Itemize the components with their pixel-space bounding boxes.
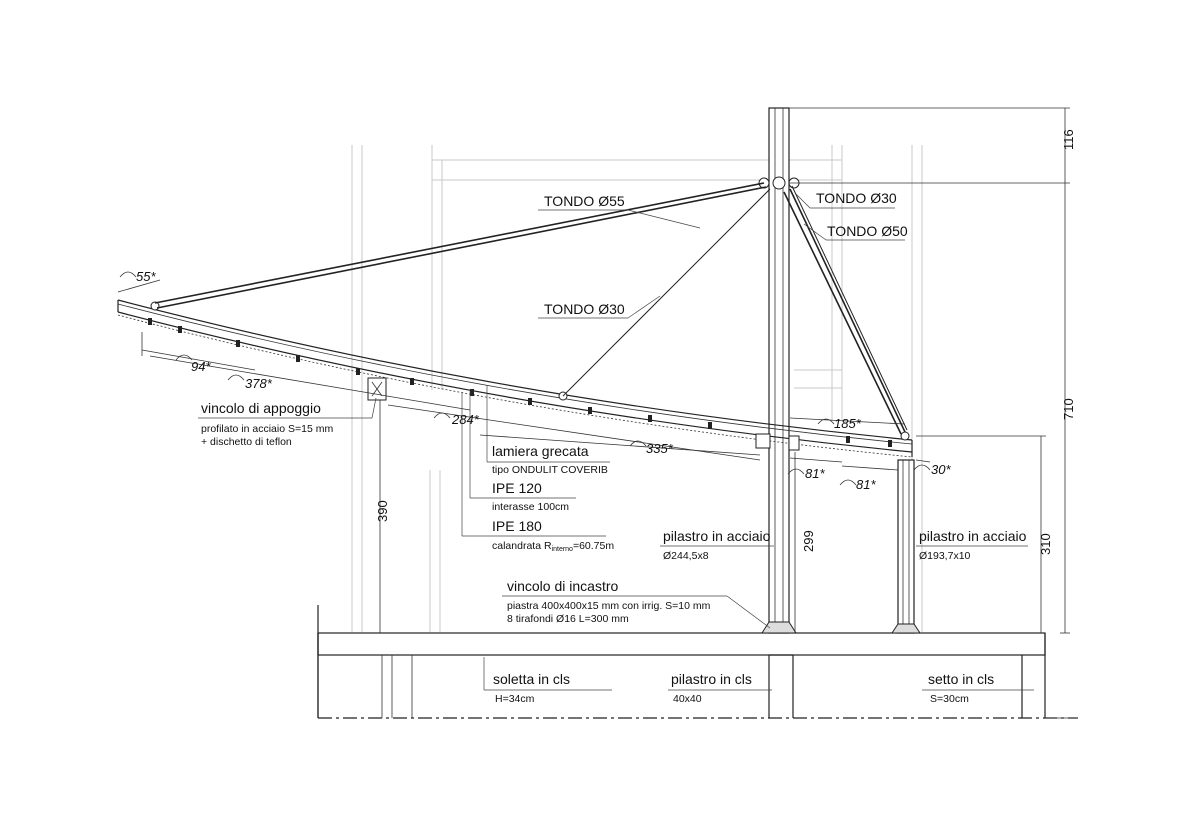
dim-710: 710: [1061, 398, 1076, 420]
label-pilastro-1-note: Ø244,5x8: [663, 550, 709, 562]
dimension-lines: [117, 107, 1070, 634]
dim-arc-335: 335*: [646, 441, 674, 456]
main-steel-column: [758, 107, 800, 634]
label-pilastro-2-note: Ø193,7x10: [919, 550, 971, 562]
dim-310: 310: [1038, 533, 1053, 555]
concrete-slab: [317, 605, 1078, 719]
dim-arc-81-b: 81*: [856, 477, 876, 492]
label-vincolo-appoggio-note2: + dischetto di teflon: [201, 436, 292, 448]
label-incastro-note1: piastra 400x400x15 mm con irrig. S=10 mm: [507, 600, 711, 612]
label-setto: setto in cls: [928, 671, 994, 687]
label-incastro: vincolo di incastro: [507, 578, 618, 594]
dim-arc-94: 94*: [191, 359, 211, 374]
dim-arc-55: 55*: [136, 269, 156, 284]
dim-299: 299: [801, 530, 816, 552]
label-tondo-30-top: TONDO Ø30: [816, 190, 897, 206]
curved-roof-beam: [117, 299, 913, 458]
label-pilastro-1: pilastro in acciaio: [663, 528, 771, 544]
dim-116: 116: [1061, 129, 1076, 150]
label-pilastro-2: pilastro in acciaio: [919, 528, 1027, 544]
label-ipe180-note: calandrata Rinterno=60.75m: [492, 540, 614, 553]
label-lamiera: lamiera grecata: [492, 443, 589, 459]
label-vincolo-appoggio: vincolo di appoggio: [201, 400, 321, 416]
purlins: [148, 318, 892, 447]
label-ipe120: IPE 120: [492, 480, 542, 496]
label-tondo-50: TONDO Ø50: [827, 223, 908, 239]
dim-arc-81-a: 81*: [805, 466, 825, 481]
tension-rods: [154, 182, 908, 435]
dim-arc-378: 378*: [245, 376, 273, 391]
label-ipe120-note: interasse 100cm: [492, 501, 569, 513]
label-soletta-note: H=34cm: [495, 693, 535, 705]
dim-arc-284: 284*: [451, 412, 480, 427]
dim-390: 390: [375, 500, 390, 522]
label-tondo-55: TONDO Ø55: [544, 193, 625, 209]
annotations: TONDO Ø55 TONDO Ø30 TONDO Ø50 TONDO Ø30 …: [136, 129, 1076, 705]
label-pilastro-cls-note: 40x40: [673, 693, 702, 705]
label-soletta: soletta in cls: [493, 671, 570, 687]
dim-arc-185: 185*: [834, 416, 862, 431]
label-lamiera-note: tipo ONDULIT COVERIB: [492, 464, 608, 476]
label-ipe180: IPE 180: [492, 518, 542, 534]
label-pilastro-cls: pilastro in cls: [671, 671, 752, 687]
arc-symbols: [119, 271, 931, 486]
background-building-lines: [351, 145, 923, 632]
label-setto-note: S=30cm: [930, 693, 969, 705]
label-tondo-30-mid: TONDO Ø30: [544, 301, 625, 317]
label-vincolo-appoggio-note1: profilato in acciaio S=15 mm: [201, 423, 333, 435]
label-incastro-note2: 8 tirafondi Ø16 L=300 mm: [507, 613, 629, 625]
secondary-steel-column: [891, 459, 921, 634]
dim-arc-30: 30*: [931, 462, 951, 477]
